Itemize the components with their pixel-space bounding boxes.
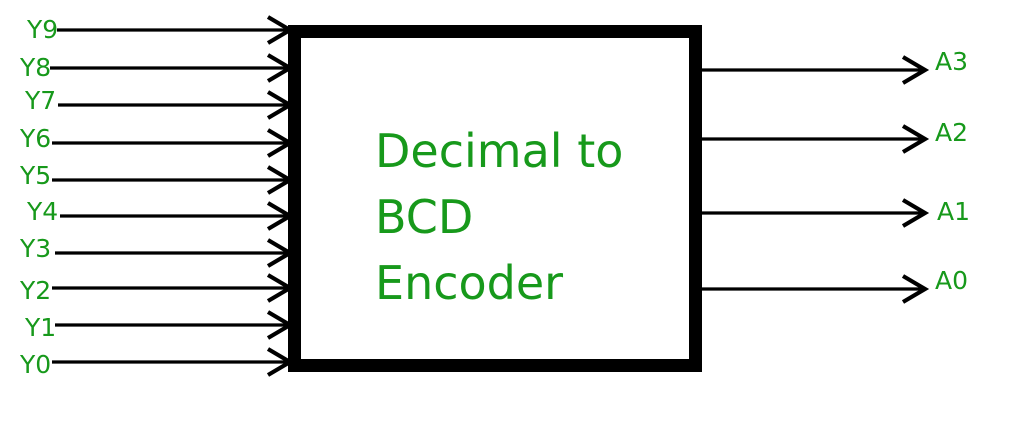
output-label-a1: A1 bbox=[937, 197, 971, 226]
output-label-a2: A2 bbox=[935, 118, 969, 147]
input-label-y8: Y8 bbox=[20, 53, 52, 82]
output-arrowhead-a1 bbox=[901, 198, 930, 228]
input-label-y6: Y6 bbox=[20, 124, 52, 153]
encoder-block-rect bbox=[288, 25, 702, 372]
input-label-y9: Y9 bbox=[27, 15, 59, 44]
encoder-title-line-3: Encoder bbox=[375, 256, 564, 310]
encoder-block-title: Decimal to BCD Encoder bbox=[375, 118, 623, 316]
output-label-a3: A3 bbox=[935, 47, 969, 76]
input-label-y3: Y3 bbox=[20, 234, 52, 263]
input-label-y2: Y2 bbox=[20, 276, 52, 305]
input-label-y4: Y4 bbox=[27, 197, 59, 226]
output-arrowhead-a2 bbox=[901, 124, 930, 154]
input-label-y1: Y1 bbox=[25, 313, 57, 342]
input-label-y5: Y5 bbox=[20, 161, 52, 190]
encoder-title-line-2: BCD bbox=[375, 190, 474, 244]
output-label-a0: A0 bbox=[935, 266, 969, 295]
output-arrowhead-a3 bbox=[901, 55, 930, 85]
encoder-title-line-1: Decimal to bbox=[375, 124, 624, 178]
input-label-y7: Y7 bbox=[25, 86, 57, 115]
output-arrowhead-a0 bbox=[901, 274, 930, 304]
input-label-y0: Y0 bbox=[20, 350, 52, 379]
wires-group bbox=[50, 15, 930, 377]
